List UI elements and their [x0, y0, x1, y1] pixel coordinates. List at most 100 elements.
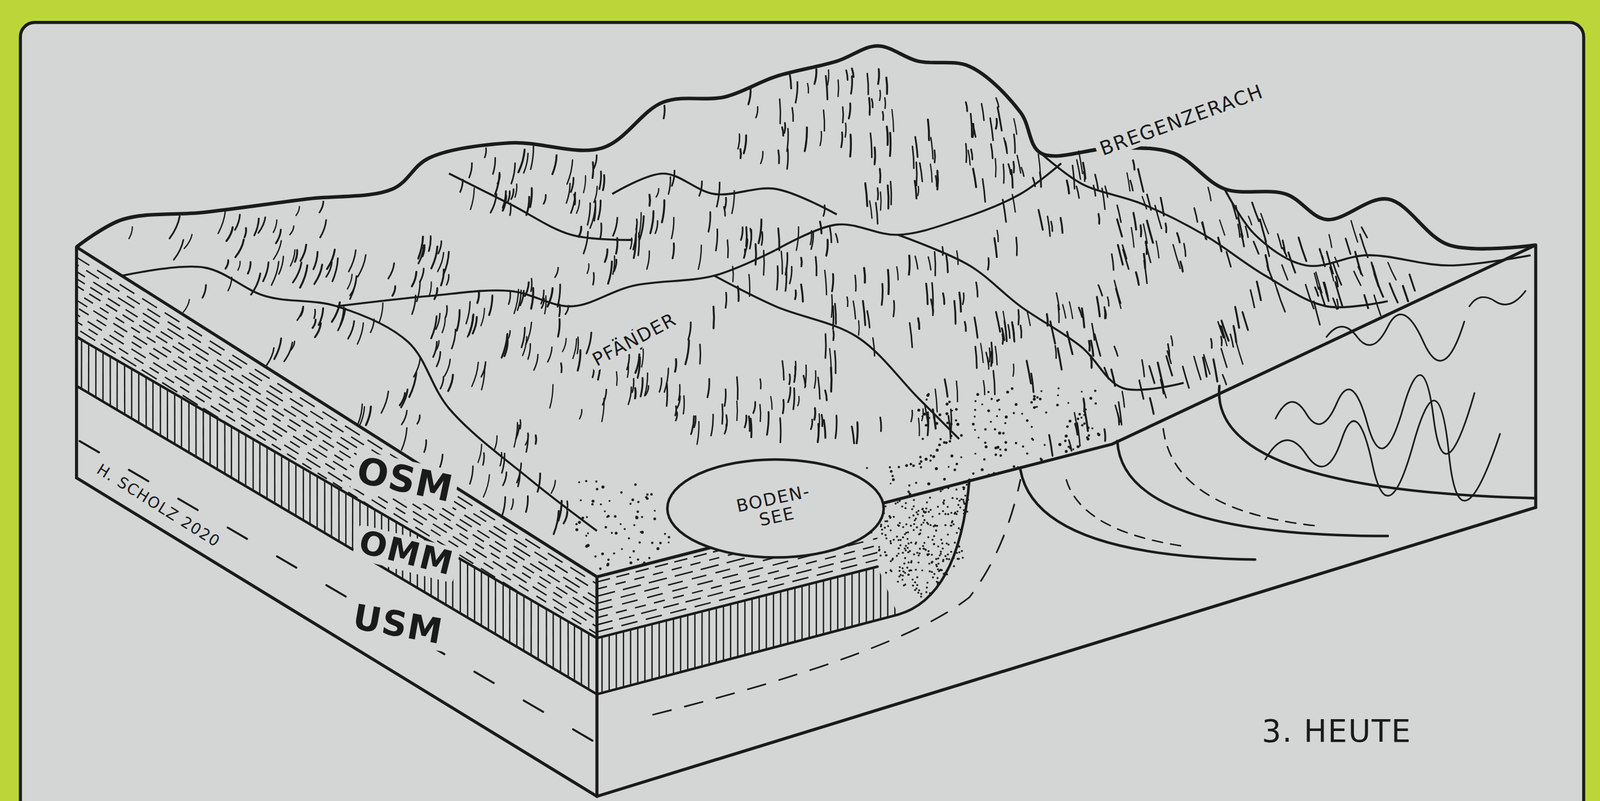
- stipple-dot: [942, 510, 945, 513]
- dash-line: [76, 271, 597, 599]
- vertical-line: [567, 306, 569, 715]
- stipple-dot: [913, 519, 917, 522]
- hatch-stroke: [1149, 397, 1154, 414]
- vertical-line: [573, 306, 575, 715]
- stipple-dot: [918, 552, 921, 555]
- hatch-stroke: [956, 251, 958, 265]
- hatch-stroke: [502, 496, 506, 516]
- hatch-stroke: [715, 229, 718, 251]
- hatch-stroke: [444, 358, 451, 376]
- stipple-dot: [926, 581, 929, 584]
- hatch-stroke: [1114, 280, 1121, 303]
- ridge-line: [1040, 152, 1388, 307]
- hatch-stroke: [1184, 243, 1186, 257]
- hatch-stroke: [935, 388, 938, 412]
- stipple-dot: [579, 498, 582, 501]
- stipple-dot: [1030, 425, 1034, 429]
- stipple-dot: [910, 541, 913, 544]
- stipple-dot: [1043, 444, 1046, 446]
- hatch-stroke: [1083, 162, 1086, 179]
- stipple-dot: [950, 511, 953, 514]
- vertical-line: [259, 306, 261, 715]
- stipple-dot: [1036, 396, 1039, 399]
- vertical-line: [345, 306, 347, 715]
- hatch-stroke: [1017, 309, 1021, 325]
- vertical-line: [466, 306, 469, 715]
- stipple-dot: [1058, 442, 1062, 446]
- hatch-stroke: [422, 244, 425, 257]
- hatch-stroke: [1131, 227, 1134, 248]
- stage-title: 3. HEUTE: [1257, 714, 1416, 747]
- stipple-dot: [613, 514, 617, 518]
- hatch-stroke: [637, 357, 640, 378]
- stipple-dot: [1094, 402, 1097, 405]
- stipple-dot: [923, 541, 926, 544]
- stipple-dot: [957, 503, 960, 507]
- dashed-line: [79, 440, 597, 743]
- hatch-stroke: [511, 163, 516, 184]
- vertical-line: [180, 306, 183, 715]
- hatch-stroke: [981, 103, 984, 121]
- stipple-dot: [899, 543, 902, 547]
- hatch-stroke: [801, 257, 802, 267]
- hatch-stroke: [995, 346, 997, 366]
- vertical-line: [772, 551, 775, 715]
- hatch-stroke: [1277, 233, 1282, 249]
- stipple-dot: [912, 584, 915, 587]
- stipple-dot: [950, 524, 953, 527]
- hatch-stroke: [867, 73, 869, 95]
- stipple-dot: [924, 423, 927, 426]
- stipple-dot: [951, 497, 955, 500]
- vertical-line: [701, 551, 703, 715]
- vertical-line: [636, 551, 639, 715]
- hatch-stroke: [1011, 169, 1013, 188]
- stipple-dot: [927, 481, 931, 485]
- hatch-stroke: [266, 347, 274, 366]
- vertical-line: [209, 306, 212, 715]
- stipple-dot: [575, 528, 579, 531]
- hatch-stroke: [235, 239, 244, 257]
- hatch-stroke: [640, 377, 643, 397]
- hatch-stroke: [994, 238, 997, 257]
- hatch-stroke: [1364, 295, 1369, 309]
- hatch-stroke: [663, 105, 665, 119]
- hatch-stroke: [811, 232, 814, 250]
- hatch-stroke: [469, 466, 473, 485]
- stipple-dot: [1097, 432, 1101, 436]
- stipple-dot: [956, 482, 960, 486]
- stipple-dot: [917, 554, 921, 557]
- stipple-dot: [924, 457, 928, 461]
- stipple-dot: [939, 550, 943, 553]
- hatch-stroke: [804, 127, 807, 152]
- stipple-dot: [998, 431, 1001, 435]
- hatch-stroke: [557, 284, 561, 307]
- hatch-stroke: [930, 164, 933, 183]
- hatch-stroke: [834, 303, 837, 324]
- stipple-dot: [941, 542, 944, 545]
- stipple-dot: [911, 507, 914, 511]
- vertical-line: [546, 306, 547, 715]
- stipple-dot: [912, 552, 916, 556]
- stipple-dot: [908, 516, 911, 519]
- hatch-stroke: [530, 187, 533, 207]
- vertical-line: [679, 551, 681, 715]
- stipple-dot: [924, 548, 927, 551]
- hatch-stroke: [628, 387, 632, 405]
- stipple-dot: [943, 499, 946, 502]
- hatch-stroke: [1345, 238, 1351, 255]
- vertical-line: [708, 551, 710, 715]
- stipple-dot: [939, 552, 943, 555]
- hatch-stroke: [460, 179, 464, 192]
- hatch-stroke: [886, 126, 889, 145]
- stipple-dot: [912, 498, 916, 501]
- hatch-stroke: [1155, 240, 1159, 258]
- stipple-dot: [907, 573, 911, 576]
- hatch-stroke: [392, 286, 396, 296]
- stipple-dot: [947, 543, 951, 546]
- stipple-dot: [889, 516, 892, 519]
- hatch-stroke: [494, 435, 498, 450]
- hatch-stroke: [832, 273, 834, 291]
- hatch-stroke: [882, 111, 884, 121]
- stipple-dot: [950, 454, 954, 457]
- layer-boundary: [596, 566, 878, 639]
